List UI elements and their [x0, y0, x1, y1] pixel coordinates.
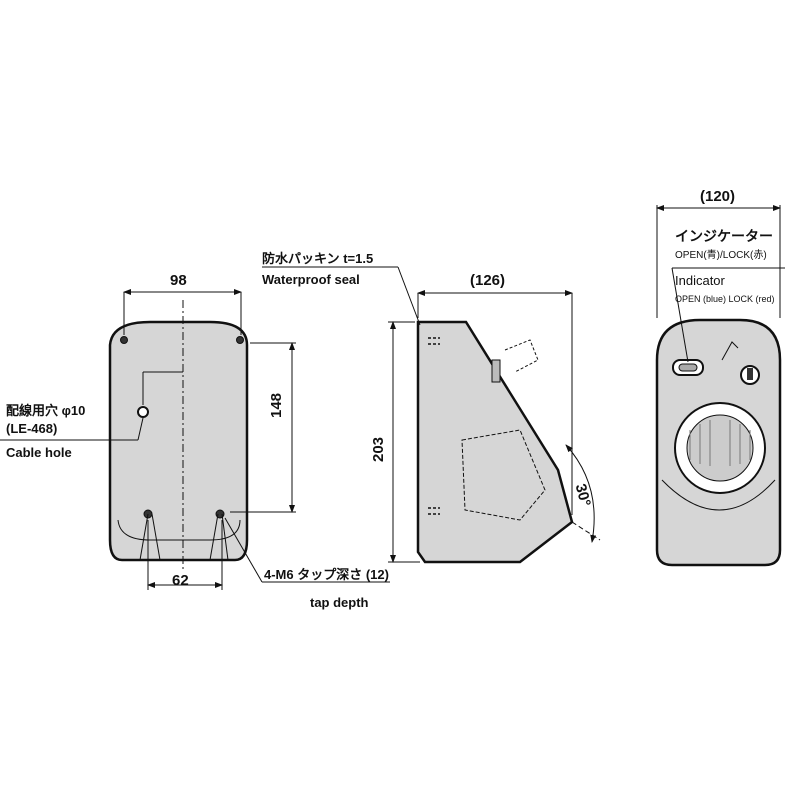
indicator-label-jp: インジケーター — [675, 228, 773, 244]
tap-label-jp: 4-M6 タップ深さ (12) — [264, 567, 389, 582]
front-height-dimension: 148 — [268, 392, 285, 418]
indicator-detail-en: OPEN (blue) LOCK (red) — [675, 294, 775, 304]
tap-label-en: tap depth — [310, 595, 369, 610]
indicator-detail-jp: OPEN(青)/LOCK(赤) — [675, 250, 767, 261]
front-width-dimension: 98 — [170, 272, 187, 289]
cable-hole-label-en: Cable hole — [6, 445, 72, 460]
seal-label-en: Waterproof seal — [262, 272, 360, 287]
seal-label-jp: 防水パッキン t=1.5 — [262, 251, 374, 266]
cable-hole-model: (LE-468) — [6, 421, 58, 436]
right-width-dimension: (120) — [700, 188, 736, 205]
front-bottom-dimension: 62 — [172, 572, 189, 589]
front-view — [0, 289, 390, 590]
side-view — [262, 266, 601, 564]
cable-hole-label-jp: 配線用穴 φ10 — [6, 403, 86, 418]
indicator-label-en: Indicator — [675, 273, 725, 288]
side-height-dimension: 203 — [370, 436, 387, 462]
side-width-dimension: (126) — [470, 272, 506, 289]
right-view — [655, 205, 785, 567]
